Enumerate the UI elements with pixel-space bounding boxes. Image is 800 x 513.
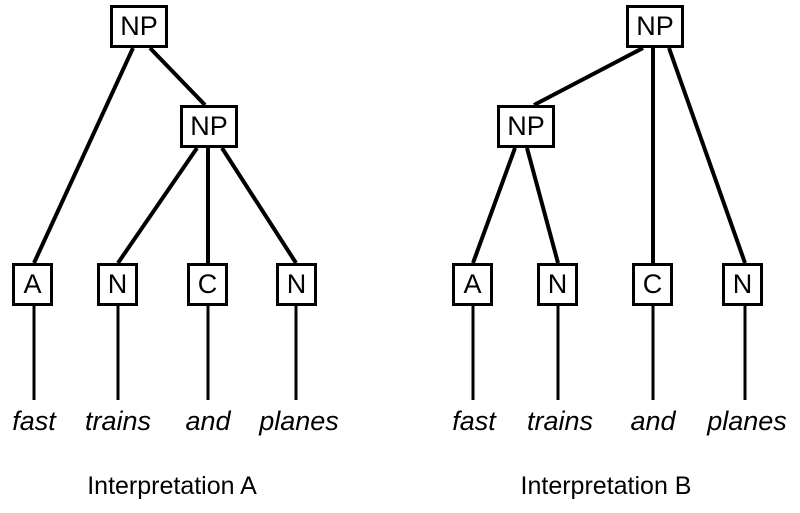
leaf-word: and <box>630 406 676 436</box>
tree-branch <box>667 47 747 264</box>
tree-branch <box>533 46 644 107</box>
leaf-word: trains <box>526 406 594 436</box>
tree-node-n[interactable]: N <box>97 263 138 306</box>
tree-branch <box>148 46 207 107</box>
tree-node-np[interactable]: NP <box>180 105 238 148</box>
leaf-word: planes <box>259 406 339 436</box>
edges-group <box>32 46 747 400</box>
tree-node-c[interactable]: C <box>187 263 228 306</box>
tree-node-c[interactable]: C <box>632 263 673 306</box>
leaf-word: trains <box>84 406 152 436</box>
tree-branch <box>220 146 298 265</box>
tree-caption: Interpretation A <box>87 472 257 500</box>
tree-branch <box>116 146 199 265</box>
tree-node-a[interactable]: A <box>452 263 493 306</box>
tree-node-n[interactable]: N <box>537 263 578 306</box>
tree-node-a[interactable]: A <box>12 263 53 306</box>
leaf-word: fast <box>12 406 56 436</box>
tree-node-n[interactable]: N <box>276 263 317 306</box>
leaf-word: and <box>185 406 231 436</box>
tree-node-np[interactable]: NP <box>110 5 168 48</box>
tree-branch <box>471 147 517 264</box>
tree-node-np[interactable]: NP <box>497 105 555 148</box>
tree-caption: Interpretation B <box>520 472 692 500</box>
tree-node-np[interactable]: NP <box>626 5 684 48</box>
tree-branch <box>525 147 560 264</box>
tree-branch <box>32 47 135 264</box>
leaf-word: planes <box>707 406 787 436</box>
tree-node-n[interactable]: N <box>722 263 763 306</box>
leaf-word: fast <box>452 406 496 436</box>
